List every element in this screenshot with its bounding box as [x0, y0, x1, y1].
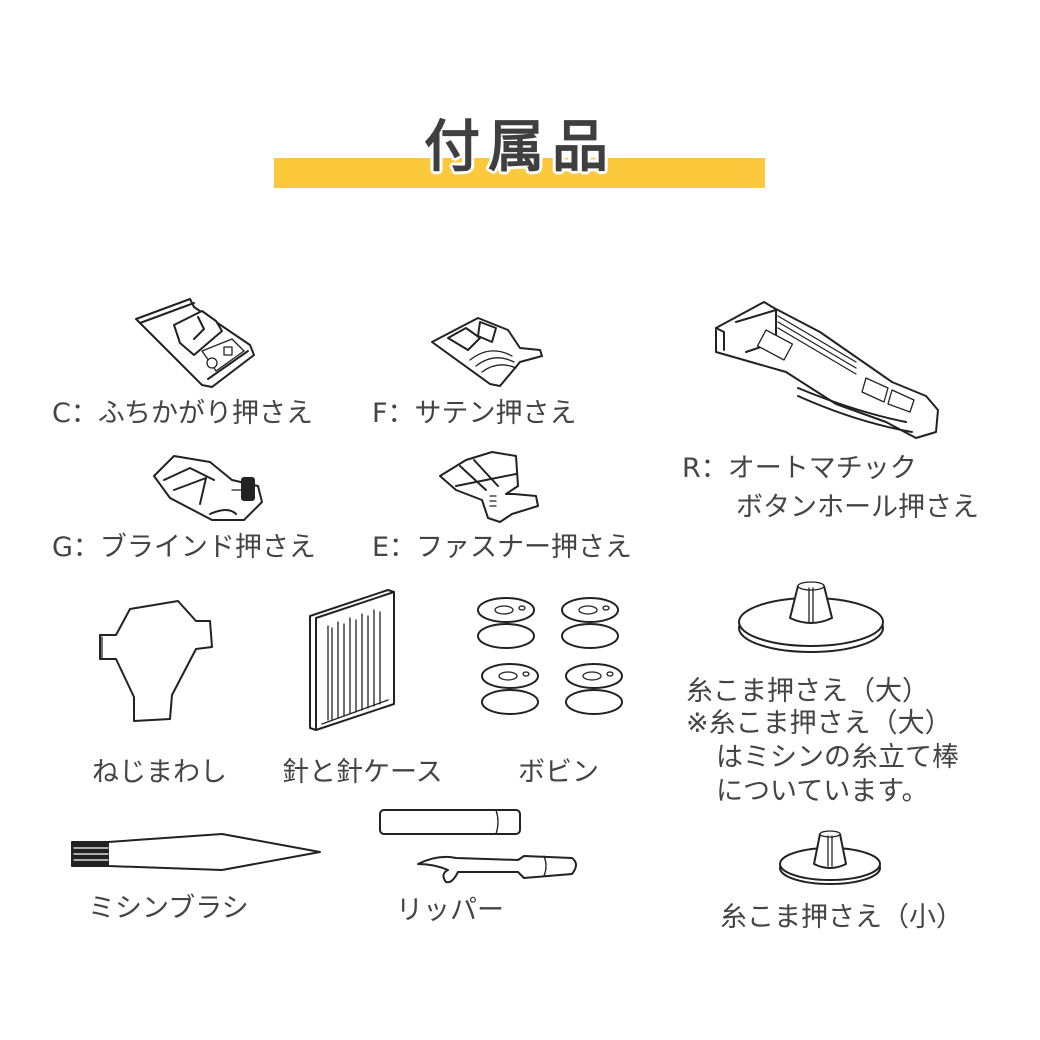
foot-c-label: C：ふちかがり押さえ — [52, 398, 314, 429]
buttonhole-foot-icon — [715, 301, 939, 439]
blind-hem-foot-icon — [153, 455, 263, 521]
spool-cap-large-icon — [738, 581, 884, 653]
spool-cap-large-label: 糸こま押さえ（大） — [686, 676, 929, 707]
bobbins-label: ボビン — [518, 757, 599, 788]
title-underline-bar — [274, 158, 765, 188]
foot-f-label: F：サテン押さえ — [372, 398, 577, 429]
screwdriver-icon — [99, 600, 213, 722]
needles-label: 針と針ケース — [282, 757, 443, 788]
ripper-label: リッパー — [396, 895, 504, 926]
spool-cap-large-note-line1: ※糸こま押さえ（大） — [686, 708, 952, 739]
screwdriver-label: ねじまわし — [92, 757, 227, 788]
foot-r-label-line2: ボタンホール押さえ — [736, 492, 979, 523]
spool-cap-small-icon — [779, 830, 881, 885]
page-title: 付属品 — [424, 115, 616, 180]
overcasting-foot-icon — [135, 298, 255, 388]
seam-ripper-icon — [379, 809, 577, 884]
needle-case-icon — [309, 589, 395, 731]
zipper-foot-icon — [439, 451, 539, 523]
spool-cap-large-note-line3: についています。 — [716, 776, 929, 807]
bobbin-icon — [477, 597, 623, 715]
foot-r-label-line1: R：オートマチック — [682, 453, 917, 484]
spool-cap-small-label: 糸こま押さえ（小） — [720, 902, 963, 933]
brush-label: ミシンブラシ — [88, 893, 249, 924]
foot-e-label: E：ファスナー押さえ — [372, 532, 633, 563]
satin-foot-icon — [431, 317, 543, 387]
brush-icon — [71, 833, 321, 871]
spool-cap-large-note-line2: はミシンの糸立て棒 — [716, 742, 959, 773]
foot-g-label: G：ブラインド押さえ — [52, 532, 316, 563]
